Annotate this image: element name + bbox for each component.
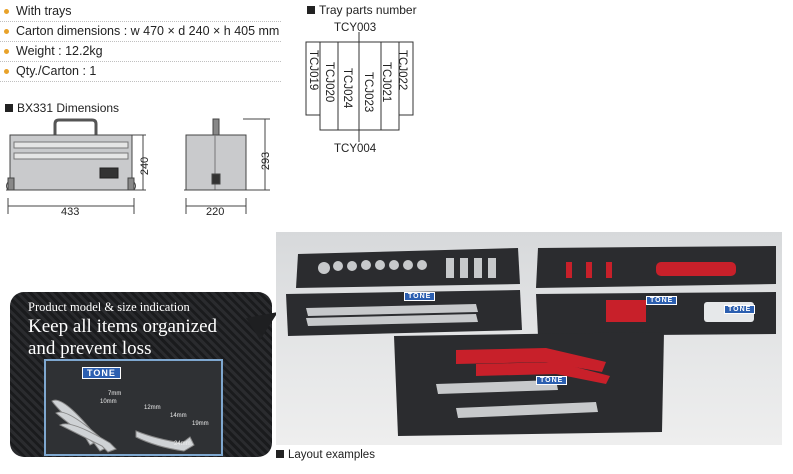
- depth-dimension-line: [185, 198, 247, 214]
- size-label: 12mm: [144, 405, 161, 411]
- size-label: 24mm: [174, 441, 191, 447]
- spec-text: Qty./Carton : 1: [16, 64, 97, 78]
- callout-line1: Keep all items organized: [28, 316, 218, 337]
- size-label: 19mm: [192, 421, 209, 427]
- toolbox-side-view: [184, 118, 248, 191]
- spec-text: With trays: [16, 4, 72, 18]
- callout-pointer: [246, 312, 278, 340]
- callout-small-text: Product model & size indication: [28, 300, 190, 314]
- tray-heading: Tray parts number: [307, 3, 417, 17]
- tray-code-center-left: TCJ024: [341, 68, 353, 109]
- size-label: 14mm: [170, 413, 187, 419]
- depth-value: 220: [206, 206, 225, 218]
- dimension-drawing: [6, 118, 270, 214]
- size-label: 10mm: [100, 399, 117, 405]
- tone-logo: TONE: [404, 292, 436, 301]
- width-dimension-line: [7, 198, 135, 214]
- height-value: 240: [139, 156, 152, 176]
- tone-logo: TONE: [82, 367, 121, 379]
- spec-row: Carton dimensions : w 470 × d 240 × h 40…: [0, 22, 281, 42]
- tray-code-right-inner: TCJ021: [380, 62, 392, 103]
- toolbox-front-view: [6, 118, 136, 191]
- layout-photo: TONE TONE TONE TONE: [276, 232, 782, 445]
- tray-code-top: TCY003: [334, 22, 377, 34]
- tray-code-bottom: TCY004: [334, 143, 377, 155]
- size-label: 7mm: [108, 391, 122, 397]
- tray-code-right-outer: TCJ022: [396, 50, 408, 91]
- square-icon: [276, 450, 284, 458]
- tone-logo: TONE: [536, 376, 568, 385]
- full-height-dimension-line: [243, 118, 270, 191]
- dimensions-heading: BX331 Dimensions: [5, 101, 119, 115]
- square-icon: [5, 104, 13, 112]
- photo-caption: Layout examples: [276, 449, 375, 461]
- bullet-icon: [4, 9, 9, 14]
- photo-caption-text: Layout examples: [288, 449, 375, 461]
- wrench-tray-inset: TONE 7mm 10mm 12mm 14mm 19mm 24mm: [44, 359, 223, 456]
- wrench-shapes: [51, 399, 195, 453]
- spec-row: Weight : 12.2kg: [0, 42, 281, 62]
- square-icon: [307, 6, 315, 14]
- dimensions-heading-text: BX331 Dimensions: [17, 101, 120, 115]
- spec-text: Carton dimensions : w 470 × d 240 × h 40…: [16, 24, 280, 38]
- bullet-icon: [4, 49, 9, 54]
- spec-row: With trays: [0, 2, 281, 22]
- bullet-icon: [4, 29, 9, 34]
- full-height-value: 293: [260, 151, 273, 171]
- tray-code-left-inner: TCJ020: [323, 62, 335, 103]
- spec-row: Qty./Carton : 1: [0, 62, 281, 82]
- tone-logo: TONE: [724, 305, 756, 314]
- width-value: 433: [61, 206, 80, 218]
- spec-text: Weight : 12.2kg: [16, 44, 103, 58]
- tray-code-center-right: TCJ023: [362, 72, 374, 113]
- height-dimension-line: [131, 134, 146, 191]
- tray-heading-text: Tray parts number: [319, 3, 417, 17]
- bullet-icon: [4, 69, 9, 74]
- tray-diagram: [305, 32, 414, 142]
- tray-photo-illustration: [286, 246, 776, 436]
- tray-code-left-outer: TCJ019: [307, 50, 319, 91]
- callout-line2: and prevent loss: [28, 338, 152, 359]
- tone-logo: TONE: [646, 296, 678, 305]
